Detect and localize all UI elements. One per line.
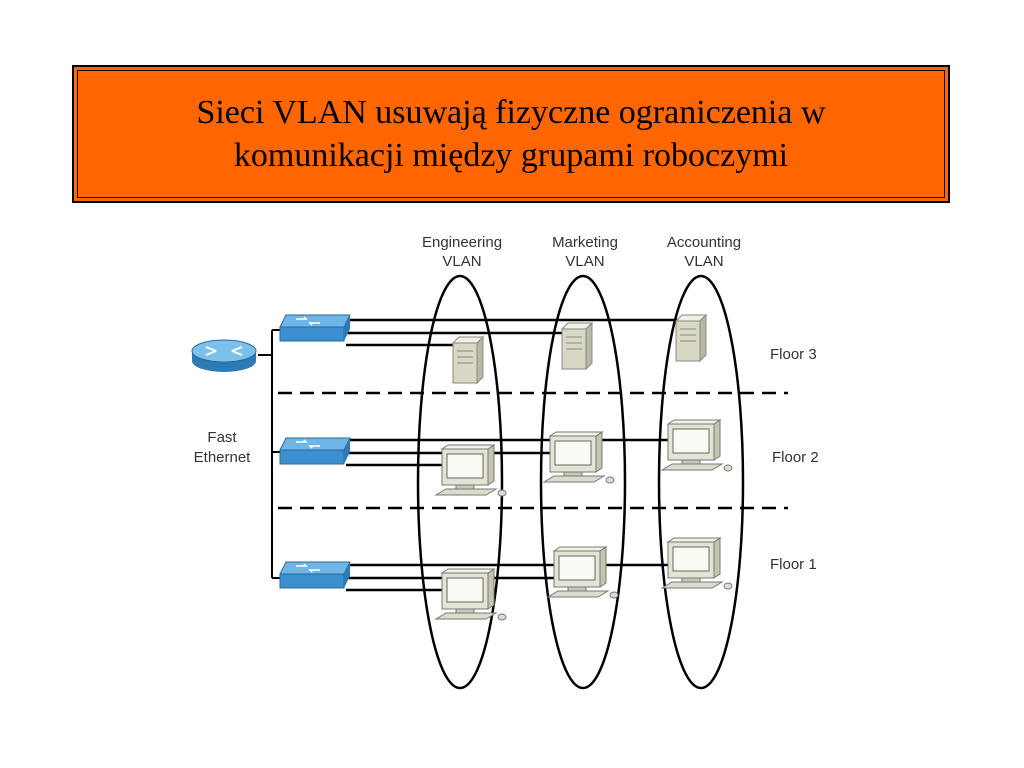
backbone-label: Fast Ethernet (194, 429, 252, 466)
backbone-label-line-1: Fast (207, 429, 237, 446)
workstation-icon (547, 546, 619, 599)
vlan-suffix: VLAN (442, 253, 481, 270)
vlan-ellipse-engineering (416, 274, 504, 690)
vlan-ellipse-marketing (539, 274, 627, 690)
switch-icon (279, 561, 351, 589)
workstation-icon (661, 419, 733, 472)
floor-label-2: Floor 2 (772, 449, 819, 466)
slide-title-line-2: komunikacji między grupami roboczymi (233, 137, 789, 174)
server-icon (561, 322, 593, 370)
server-icon (452, 336, 484, 384)
title-banner: Sieci VLAN usuwają fizyczne ograniczenia… (72, 65, 950, 203)
switch-icon (279, 437, 351, 465)
server-icon (675, 314, 707, 362)
router-icon (191, 339, 257, 372)
floor-3-links (346, 318, 690, 347)
backbone-links (258, 329, 282, 579)
vlan-name: Accounting (667, 234, 741, 251)
vlan-name: Marketing (552, 234, 618, 251)
switch-icon (279, 314, 351, 342)
vlan-ellipse-accounting (657, 274, 745, 690)
vlan-label-marketing: Marketing VLAN (552, 234, 618, 270)
vlan-suffix: VLAN (684, 253, 723, 270)
vlan-name: Engineering (422, 234, 502, 251)
vlan-label-engineering: Engineering VLAN (422, 234, 502, 270)
backbone-label-line-2: Ethernet (194, 449, 252, 466)
workstation-icon (661, 537, 733, 590)
slide-title-line-1: Sieci VLAN usuwają fizyczne ograniczenia… (196, 94, 826, 131)
slide-title: Sieci VLAN usuwają fizyczne ograniczenia… (131, 91, 891, 177)
vlan-label-accounting: Accounting VLAN (667, 234, 741, 270)
floor-label-1: Floor 1 (770, 556, 817, 573)
vlan-suffix: VLAN (565, 253, 604, 270)
floor-2-links (346, 438, 670, 467)
floor-label-3: Floor 3 (770, 346, 817, 363)
